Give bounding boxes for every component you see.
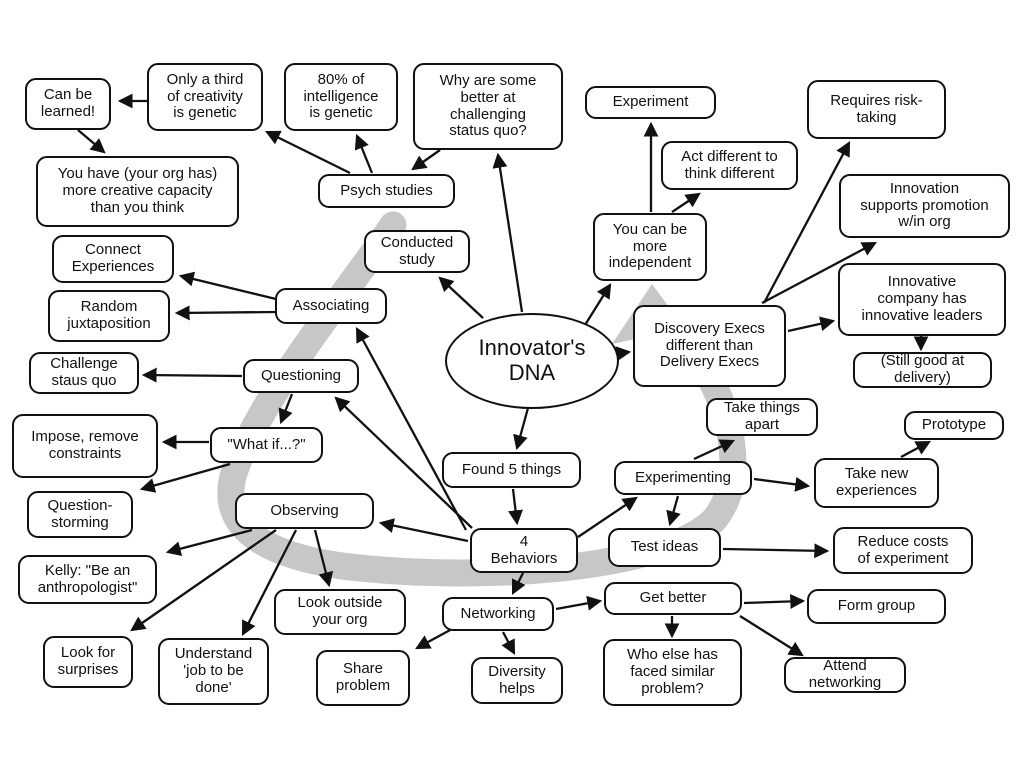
node-more-creative-capacity[interactable]: You have (your org has) more creative ca… <box>36 156 239 227</box>
node-conducted-study[interactable]: Conducted study <box>364 230 470 273</box>
node-impose-remove-constraints[interactable]: Impose, remove constraints <box>12 414 158 478</box>
node-job-to-be-done[interactable]: Understand 'job to be done' <box>158 638 269 705</box>
node-requires-risk-taking[interactable]: Requires risk- taking <box>807 80 946 139</box>
node-intelligence-genetic[interactable]: 80% of intelligence is genetic <box>284 63 398 131</box>
node-who-else-faced-problem[interactable]: Who else has faced similar problem? <box>603 639 742 706</box>
node-experiment[interactable]: Experiment <box>585 86 716 119</box>
node-questioning[interactable]: Questioning <box>243 359 359 393</box>
node-innovative-company-leaders[interactable]: Innovative company has innovative leader… <box>838 263 1006 336</box>
node-test-ideas[interactable]: Test ideas <box>608 528 721 567</box>
node-found-5-things[interactable]: Found 5 things <box>442 452 581 488</box>
node-associating[interactable]: Associating <box>275 288 387 324</box>
node-random-juxtaposition[interactable]: Random juxtaposition <box>48 290 170 342</box>
node-discovery-vs-delivery-execs[interactable]: Discovery Execs different than Delivery … <box>633 305 786 387</box>
node-diversity-helps[interactable]: Diversity helps <box>471 657 563 704</box>
node-innovation-supports-promotion[interactable]: Innovation supports promotion w/in org <box>839 174 1010 238</box>
node-innovators-dna[interactable]: Innovator's DNA <box>445 313 619 409</box>
node-look-for-surprises[interactable]: Look for surprises <box>43 636 133 688</box>
node-4-behaviors[interactable]: 4 Behaviors <box>470 528 578 573</box>
node-reduce-costs[interactable]: Reduce costs of experiment <box>833 527 973 574</box>
node-more-independent[interactable]: You can be more independent <box>593 213 707 281</box>
node-look-outside-org[interactable]: Look outside your org <box>274 589 406 635</box>
node-act-different[interactable]: Act different to think different <box>661 141 798 190</box>
node-share-problem[interactable]: Share problem <box>316 650 410 706</box>
node-form-group[interactable]: Form group <box>807 589 946 624</box>
node-take-new-experiences[interactable]: Take new experiences <box>814 458 939 508</box>
node-prototype[interactable]: Prototype <box>904 411 1004 440</box>
node-observing[interactable]: Observing <box>235 493 374 529</box>
node-challenge-status-quo[interactable]: Challenge staus quo <box>29 352 139 394</box>
node-take-things-apart[interactable]: Take things apart <box>706 398 818 436</box>
node-can-be-learned[interactable]: Can be learned! <box>25 78 111 130</box>
node-get-better[interactable]: Get better <box>604 582 742 615</box>
node-only-a-third-genetic[interactable]: Only a third of creativity is genetic <box>147 63 263 131</box>
node-kelly-anthropologist[interactable]: Kelly: "Be an anthropologist" <box>18 555 157 604</box>
node-connect-experiences[interactable]: Connect Experiences <box>52 235 174 283</box>
node-networking[interactable]: Networking <box>442 597 554 631</box>
node-why-challenge-status-quo[interactable]: Why are some better at challenging statu… <box>413 63 563 150</box>
node-attend-networking[interactable]: Attend networking <box>784 657 906 693</box>
node-still-good-at-delivery[interactable]: (Still good at delivery) <box>853 352 992 388</box>
connector-arrows <box>77 93 931 657</box>
node-what-if[interactable]: "What if...?" <box>210 427 323 463</box>
node-psych-studies[interactable]: Psych studies <box>318 174 455 208</box>
node-experimenting[interactable]: Experimenting <box>614 461 752 495</box>
node-question-storming[interactable]: Question- storming <box>27 491 133 538</box>
